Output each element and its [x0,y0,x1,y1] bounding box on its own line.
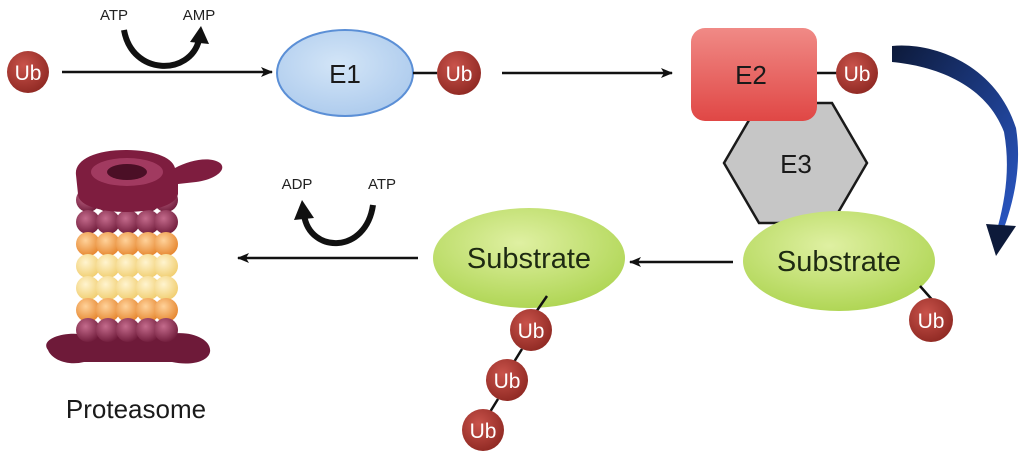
proteasome-subunit [154,298,178,322]
e2-bound-ubiquitin: Ub [836,52,878,94]
free-ubiquitin: Ub [7,51,49,93]
ub-label: Ub [494,370,521,393]
atp-in-label: ATP [100,7,128,24]
ub-label: Ub [918,310,945,333]
substrate-attached-ubiquitin: Ub [909,298,953,342]
proteasome-subunit [76,298,100,322]
substrate-label: Substrate [467,243,591,275]
proteasome-subunit [136,254,160,278]
proteasome-subunit [136,232,160,256]
proteasome-subunit [154,318,178,342]
proteasome-subunit [116,298,140,322]
degradation-curve-arrow [301,204,376,247]
e2-label: E2 [735,60,767,90]
degradation-curve-arrowhead [294,200,314,220]
substrate-label: Substrate [777,246,901,278]
proteasome-subunit [154,232,178,256]
proteasome-subunit [96,232,120,256]
proteasome-subunit [116,318,140,342]
ub-chain-link [488,398,500,413]
proteasome-subunit [154,210,178,234]
adp-out-label: ADP [282,176,313,193]
e1-enzyme: E1 [276,29,414,117]
ub-chain-2: Ub [486,359,528,401]
proteasome-subunit [136,210,160,234]
ub-label: Ub [15,62,42,85]
ub-label: Ub [518,320,545,343]
proteasome-subunit [136,298,160,322]
proteasome-subunit [76,276,100,300]
e2-enzyme: E2 [691,28,817,121]
proteasome-subunit [96,210,120,234]
ub-label: Ub [844,63,871,86]
proteasome-subunit [96,254,120,278]
polyubiquitinated-substrate: Substrate [433,208,625,308]
proteasome-subunit [116,276,140,300]
substrate-at-e3: Substrate [743,211,935,311]
ub-chain-3: Ub [462,409,504,451]
proteasome-subunit [76,210,100,234]
ub-chain-link [512,348,524,363]
ub-chain-link [534,295,549,313]
ub-chain-1: Ub [510,309,552,351]
e1-bound-ubiquitin: Ub [437,51,481,95]
proteasome-subunit [76,318,100,342]
activation-curve-arrowhead [190,26,209,44]
proteasome-subunit [116,210,140,234]
ub-label: Ub [470,420,497,443]
ub-label: Ub [446,63,473,86]
proteasome-subunit [76,254,100,278]
amp-out-label: AMP [183,7,216,24]
ubiquitin-transfer-arrowhead [986,224,1016,256]
proteasome-subunit [116,254,140,278]
proteasome-subunit [76,232,100,256]
proteasome-subunit [96,276,120,300]
ubiquitin-transfer-arrow [892,45,1019,228]
proteasome-subunit [154,254,178,278]
e1-label: E1 [329,59,361,89]
e3-label: E3 [780,149,812,179]
proteasome-subunit [96,318,120,342]
proteasome-subunit [154,276,178,300]
proteasome-subunit [116,232,140,256]
proteasome-icon [46,150,223,364]
atp-in-label-degradation: ATP [368,176,396,193]
proteasome-label: Proteasome [66,394,206,424]
proteasome-subunit [136,276,160,300]
proteasome-subunit [136,318,160,342]
activation-curve-arrow [121,29,202,69]
proteasome-subunit [96,298,120,322]
